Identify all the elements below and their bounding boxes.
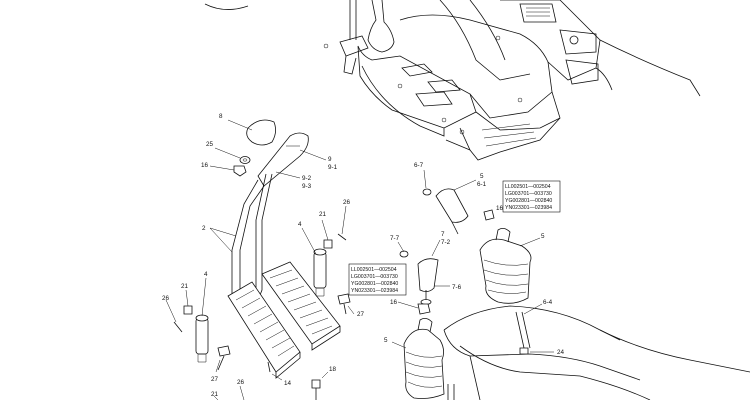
label-part-25: 25 <box>206 141 214 148</box>
label-part-7: 7 <box>441 231 445 238</box>
label-part-21b: 21 <box>181 283 189 290</box>
washer-part-25 <box>214 147 251 164</box>
label-part-14: 14 <box>284 380 292 387</box>
label-part-26a: 26 <box>343 199 351 206</box>
label-part-7-6: 7-6 <box>452 284 462 291</box>
cab-seat-assembly <box>204 0 701 161</box>
label-part-9-1: 9-1 <box>328 164 338 171</box>
label-part-26c: 26 <box>237 379 245 386</box>
joystick-grip-part-7 <box>397 239 450 305</box>
label-part-6-7: 6-7 <box>414 162 424 169</box>
label-part-21a: 21 <box>319 211 327 218</box>
pin-part-26-center <box>337 205 347 241</box>
serial-a-line-3: YG002801—002840 <box>505 198 552 204</box>
pedal-left <box>227 281 301 379</box>
label-part-9-2: 9-2 <box>302 175 312 182</box>
bolt-part-27-right <box>337 293 355 315</box>
serial-b-line-3: YG002801—002840 <box>351 281 398 287</box>
label-part-6-1: 6-1 <box>477 181 487 188</box>
rubber-boot-part-5-center <box>391 318 445 399</box>
nut-part-16 <box>209 165 247 177</box>
serial-a-line-1: LL002501—002504 <box>505 184 551 190</box>
nut-part-16-right <box>483 209 495 221</box>
serial-b-line-2: LG003701—003730 <box>351 274 398 280</box>
label-part-7-7: 7-7 <box>390 235 400 242</box>
joystick-grip-part-6 <box>422 169 477 235</box>
rubber-boot-part-5-right <box>479 228 541 304</box>
pedal-rod-part-2 <box>209 173 273 301</box>
knob-part-8 <box>227 119 276 146</box>
label-part-6-4: 6-4 <box>543 299 553 306</box>
label-part-9-3: 9-3 <box>302 183 312 190</box>
serial-range-box-b: LL002501—002504 LG003701—003730 YG002801… <box>348 263 407 296</box>
label-part-5-center: 5 <box>384 337 388 344</box>
label-part-7-2: 7-2 <box>441 239 451 246</box>
label-part-9: 9 <box>328 156 332 163</box>
pin-part-26-left <box>165 299 183 333</box>
serial-a-line-2: LG003701—003730 <box>505 191 552 197</box>
bolt-part-27-left <box>215 345 231 373</box>
nut-part-16-center <box>397 301 431 315</box>
lever-part-9 <box>231 132 327 300</box>
label-part-8: 8 <box>219 113 223 120</box>
label-part-26b: 26 <box>162 295 170 302</box>
label-part-5-upper: 5 <box>480 173 484 180</box>
pin-part-14 <box>267 361 283 381</box>
serial-a-line-4: YN023301—023984 <box>505 205 552 211</box>
label-part-27b: 27 <box>211 376 219 383</box>
label-part-16b: 16 <box>496 205 504 212</box>
serial-b-line-4: YN023301—023984 <box>351 288 398 294</box>
floor-console-part-6-4 <box>443 303 750 400</box>
bolt-part-21-center <box>321 219 333 249</box>
serial-b-line-1: LL002501—002504 <box>351 267 397 273</box>
label-part-2: 2 <box>202 225 206 232</box>
damper-part-4-left <box>195 277 209 363</box>
label-part-4-center: 4 <box>298 221 302 228</box>
bolt-part-18 <box>311 371 329 400</box>
label-part-21c: 21 <box>211 391 219 398</box>
serial-range-box-a: LL002501—002504 LG003701—003730 YG002801… <box>502 180 561 213</box>
label-part-16c: 16 <box>390 299 398 306</box>
label-part-16a: 16 <box>201 162 209 169</box>
label-part-5-right: 5 <box>541 233 545 240</box>
pedal-right <box>261 261 341 351</box>
label-part-24: 24 <box>557 349 565 356</box>
label-part-4-left: 4 <box>204 271 208 278</box>
damper-part-4-center <box>301 227 327 297</box>
label-part-18: 18 <box>329 366 337 373</box>
label-part-27a: 27 <box>357 311 365 318</box>
bolt-part-21-left <box>183 289 193 315</box>
